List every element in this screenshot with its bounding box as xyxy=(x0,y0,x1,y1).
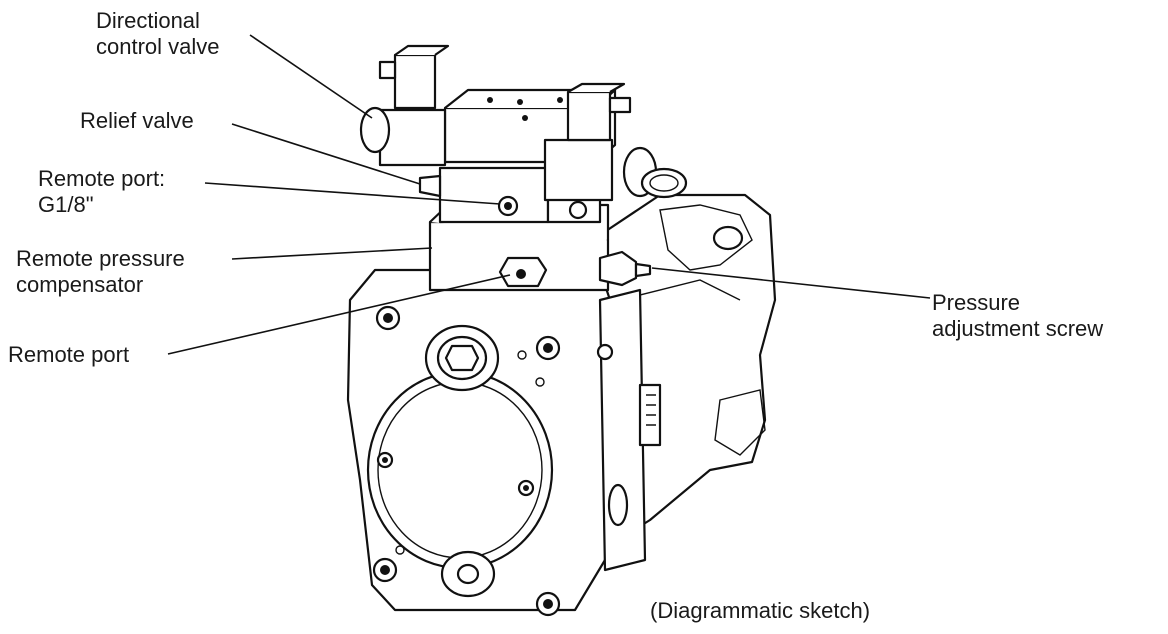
leader-remote-pressure-compensator xyxy=(231,247,433,260)
diagram-note: (Diagrammatic sketch) xyxy=(650,598,871,623)
bolts xyxy=(372,305,614,617)
leader-remote-port-g18 xyxy=(204,182,501,205)
leader-remote-port xyxy=(167,274,511,355)
leader-lines xyxy=(167,34,931,355)
label-relief-valve: Relief valve xyxy=(80,108,194,133)
pump-front-plate xyxy=(346,268,662,612)
leader-pressure-adjustment-screw xyxy=(651,267,931,299)
label-pressure-adjustment-screw: Pressure adjustment screw xyxy=(932,290,1104,341)
directional-valve xyxy=(359,44,688,202)
label-remote-port: Remote port xyxy=(8,342,130,367)
leader-relief-valve xyxy=(231,123,421,185)
label-remote-pressure-compensator: Remote pressure compensator xyxy=(16,246,185,297)
label-directional-control-valve: Directional control valve xyxy=(96,8,220,59)
leader-directional-valve xyxy=(249,34,373,119)
label-remote-port-g18: Remote port: G1/8" xyxy=(38,166,166,217)
